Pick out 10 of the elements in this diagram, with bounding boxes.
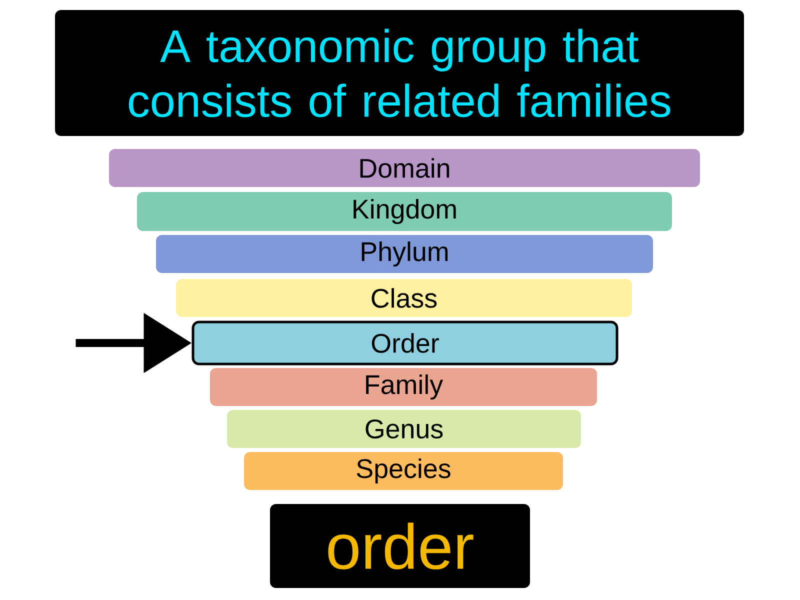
- highlighted-rank-band: Order: [192, 320, 618, 366]
- rank-band: Domain: [109, 149, 700, 187]
- rank-band: Genus: [227, 410, 581, 448]
- rank-band: Species: [244, 452, 563, 490]
- rank-band: Class: [176, 279, 632, 317]
- term-box: order: [270, 504, 530, 588]
- rank-band: Phylum: [156, 235, 653, 273]
- definition-box: A taxonomic group that consists of related families: [55, 10, 744, 136]
- rank-band: Family: [210, 368, 597, 406]
- rank-band: Kingdom: [137, 192, 672, 231]
